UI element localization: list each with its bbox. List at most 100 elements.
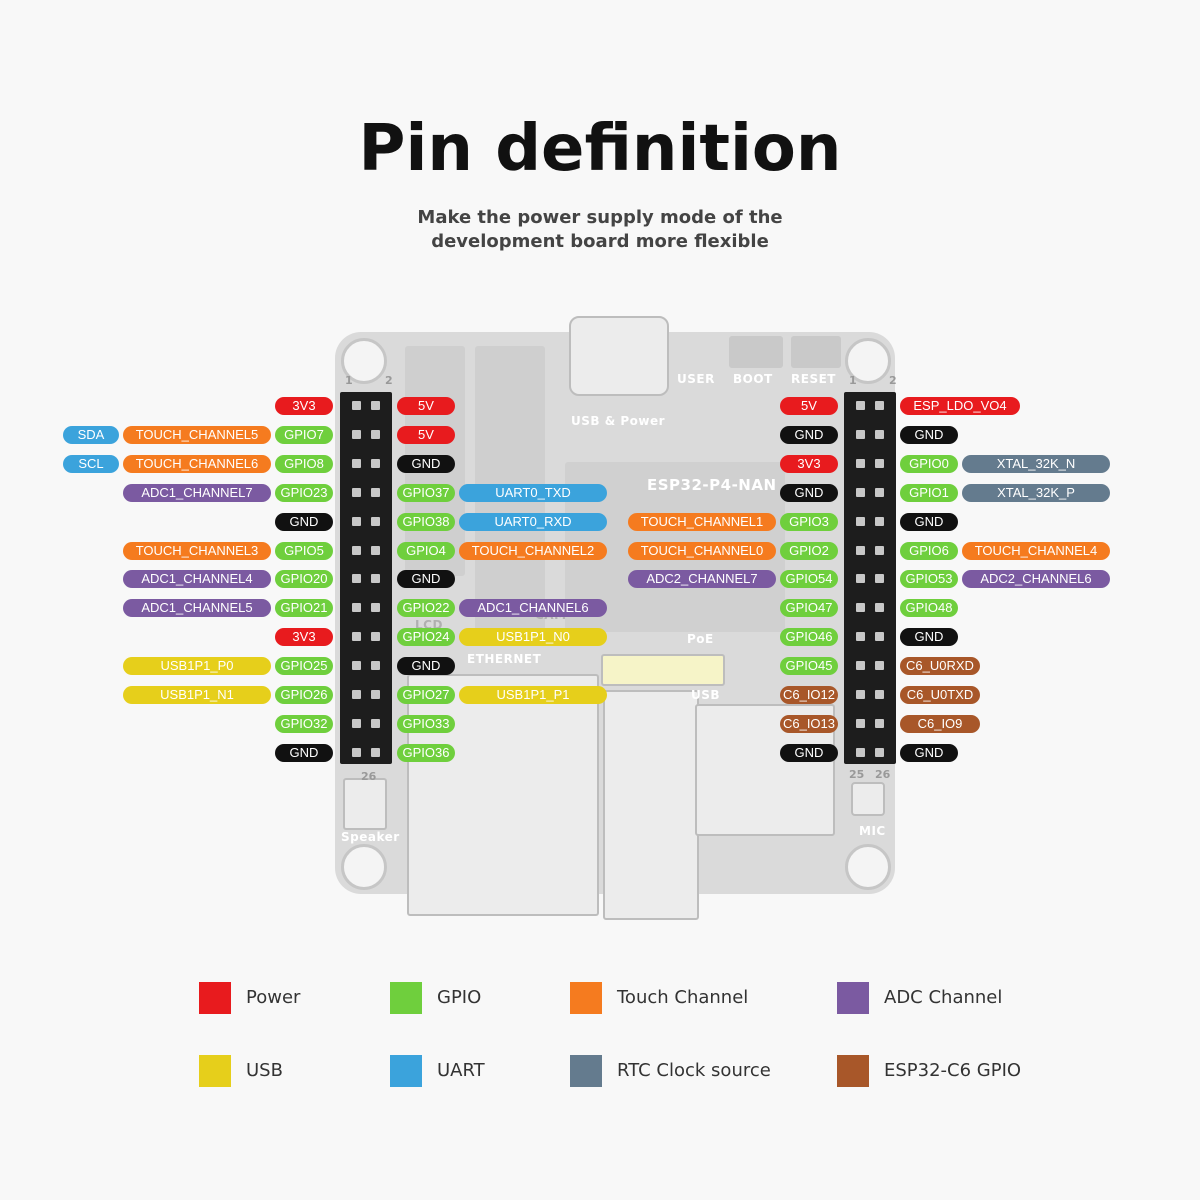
mount-hole — [845, 338, 891, 384]
header-pin — [352, 429, 361, 439]
pin-label-left-inner: USB1P1_P1 — [459, 686, 607, 704]
right-header-num: 25 — [849, 768, 865, 781]
right-header-num: 2 — [889, 374, 897, 387]
header-pin-row — [844, 652, 896, 680]
pin-label-right-outer: XTAL_32K_P — [962, 483, 1110, 502]
left-header-num: 1 — [345, 374, 353, 387]
pin-label-right-inner: GPIO45 — [780, 657, 838, 676]
pin-label-right-outer: ADC2_CHANNEL6 — [962, 570, 1110, 589]
header-pin — [875, 516, 884, 526]
left-header-num: 26 — [361, 770, 377, 783]
header-pin — [371, 603, 380, 613]
header-pin — [875, 429, 884, 439]
reset-button — [791, 336, 841, 368]
pin-label-right-inner: GPIO2 — [780, 541, 838, 560]
header-pin — [875, 545, 884, 555]
pin-label-left-outer: 3V3 — [275, 628, 333, 647]
header-pin — [371, 429, 380, 439]
pin-label-left-outer: ADC1_CHANNEL5 — [123, 599, 271, 618]
header-pin — [875, 632, 884, 642]
pin-label-left-outer: GPIO20 — [275, 570, 333, 589]
pin-label-left-inner: GND — [397, 657, 455, 676]
header-pin — [352, 545, 361, 555]
pin-label-right-outer: GPIO48 — [900, 599, 958, 618]
right-header-num: 26 — [875, 768, 891, 781]
header-pin — [352, 516, 361, 526]
header-pin — [371, 718, 380, 728]
poe-silkscreen: PoE — [687, 632, 714, 646]
pin-label-left-outer: GPIO23 — [275, 483, 333, 502]
pin-label-left-inner: GPIO33 — [397, 714, 455, 733]
pin-label-right-outer: GPIO53 — [900, 570, 958, 589]
header-pin — [371, 487, 380, 497]
header-pin — [856, 574, 865, 584]
header-pin-row — [844, 681, 896, 709]
pin-label-left-outer: GPIO26 — [275, 686, 333, 704]
legend-label: UART — [437, 1060, 485, 1081]
left-header-num: 2 — [385, 374, 393, 387]
header-pin-row — [340, 392, 392, 420]
pin-label-left-inner: GPIO37 — [397, 483, 455, 502]
mic-silkscreen: MIC — [859, 824, 886, 838]
header-pin — [371, 747, 380, 757]
header-pin — [875, 401, 884, 410]
header-pin — [352, 718, 361, 728]
pin-label-left-outer: 3V3 — [275, 397, 333, 415]
poe-header — [601, 654, 725, 686]
header-pin — [856, 603, 865, 613]
pin-label-right-inner: GPIO54 — [780, 570, 838, 589]
header-pin-row — [340, 421, 392, 449]
header-pin-row — [340, 508, 392, 536]
header-pin — [856, 401, 865, 410]
pin-label-left-outer: GND — [275, 512, 333, 531]
pin-label-left-inner: GPIO27 — [397, 686, 455, 704]
header-pin — [352, 487, 361, 497]
usb-power-silkscreen: USB & Power — [571, 414, 666, 428]
legend-swatch — [570, 982, 602, 1014]
mount-hole — [341, 338, 387, 384]
pin-label-left-inner: 5V — [397, 425, 455, 444]
pin-label-left-outer: GPIO32 — [275, 714, 333, 733]
pin-label-right-outer: GPIO1 — [900, 483, 958, 502]
pin-label-left-inner: UART0_TXD — [459, 483, 607, 502]
header-pin — [856, 718, 865, 728]
pin-label-left-inner: GPIO22 — [397, 599, 455, 618]
header-pin-row — [340, 479, 392, 507]
usb-c-connector — [569, 316, 669, 396]
pin-label-right-inner: GPIO47 — [780, 599, 838, 618]
pin-label-left-outer: GPIO8 — [275, 454, 333, 473]
header-pin-row — [340, 652, 392, 680]
pin-label-left-outer: SCL — [63, 454, 119, 473]
usb-a-port — [603, 690, 699, 920]
pin-label-right-outer: TOUCH_CHANNEL4 — [962, 541, 1110, 560]
header-pin — [856, 747, 865, 757]
mount-hole — [845, 844, 891, 890]
header-pin-row — [340, 739, 392, 767]
pin-label-left-outer: ADC1_CHANNEL4 — [123, 570, 271, 589]
legend-label: ADC Channel — [884, 987, 1003, 1008]
pin-label-left-outer: GPIO5 — [275, 541, 333, 560]
ethernet-silkscreen: ETHERNET — [467, 652, 542, 666]
header-pin-row — [844, 565, 896, 593]
pin-label-left-outer: GPIO21 — [275, 599, 333, 618]
legend-swatch — [199, 1055, 231, 1087]
pin-label-left-inner: USB1P1_N0 — [459, 628, 607, 647]
pin-label-left-outer: ADC1_CHANNEL7 — [123, 483, 271, 502]
pin-label-left-outer: USB1P1_N1 — [123, 686, 271, 704]
pin-label-right-inner: 5V — [780, 397, 838, 415]
pin-label-right-outer: C6_U0TXD — [900, 686, 980, 704]
legend-label: USB — [246, 1060, 283, 1081]
pin-label-left-outer: SDA — [63, 425, 119, 444]
reset-silkscreen: RESET — [791, 372, 836, 386]
pin-label-right-outer: XTAL_32K_N — [962, 454, 1110, 473]
header-pin — [352, 661, 361, 671]
legend-label: Touch Channel — [617, 987, 749, 1008]
pin-label-left-outer: GND — [275, 743, 333, 762]
pin-label-right-inner: GND — [780, 483, 838, 502]
legend-swatch — [837, 982, 869, 1014]
pin-label-left-outer: GPIO7 — [275, 425, 333, 444]
header-pin-row — [844, 710, 896, 738]
header-pin-row — [844, 623, 896, 651]
pin-label-left-outer: TOUCH_CHANNEL5 — [123, 425, 271, 444]
pin-label-left-outer: USB1P1_P0 — [123, 657, 271, 676]
